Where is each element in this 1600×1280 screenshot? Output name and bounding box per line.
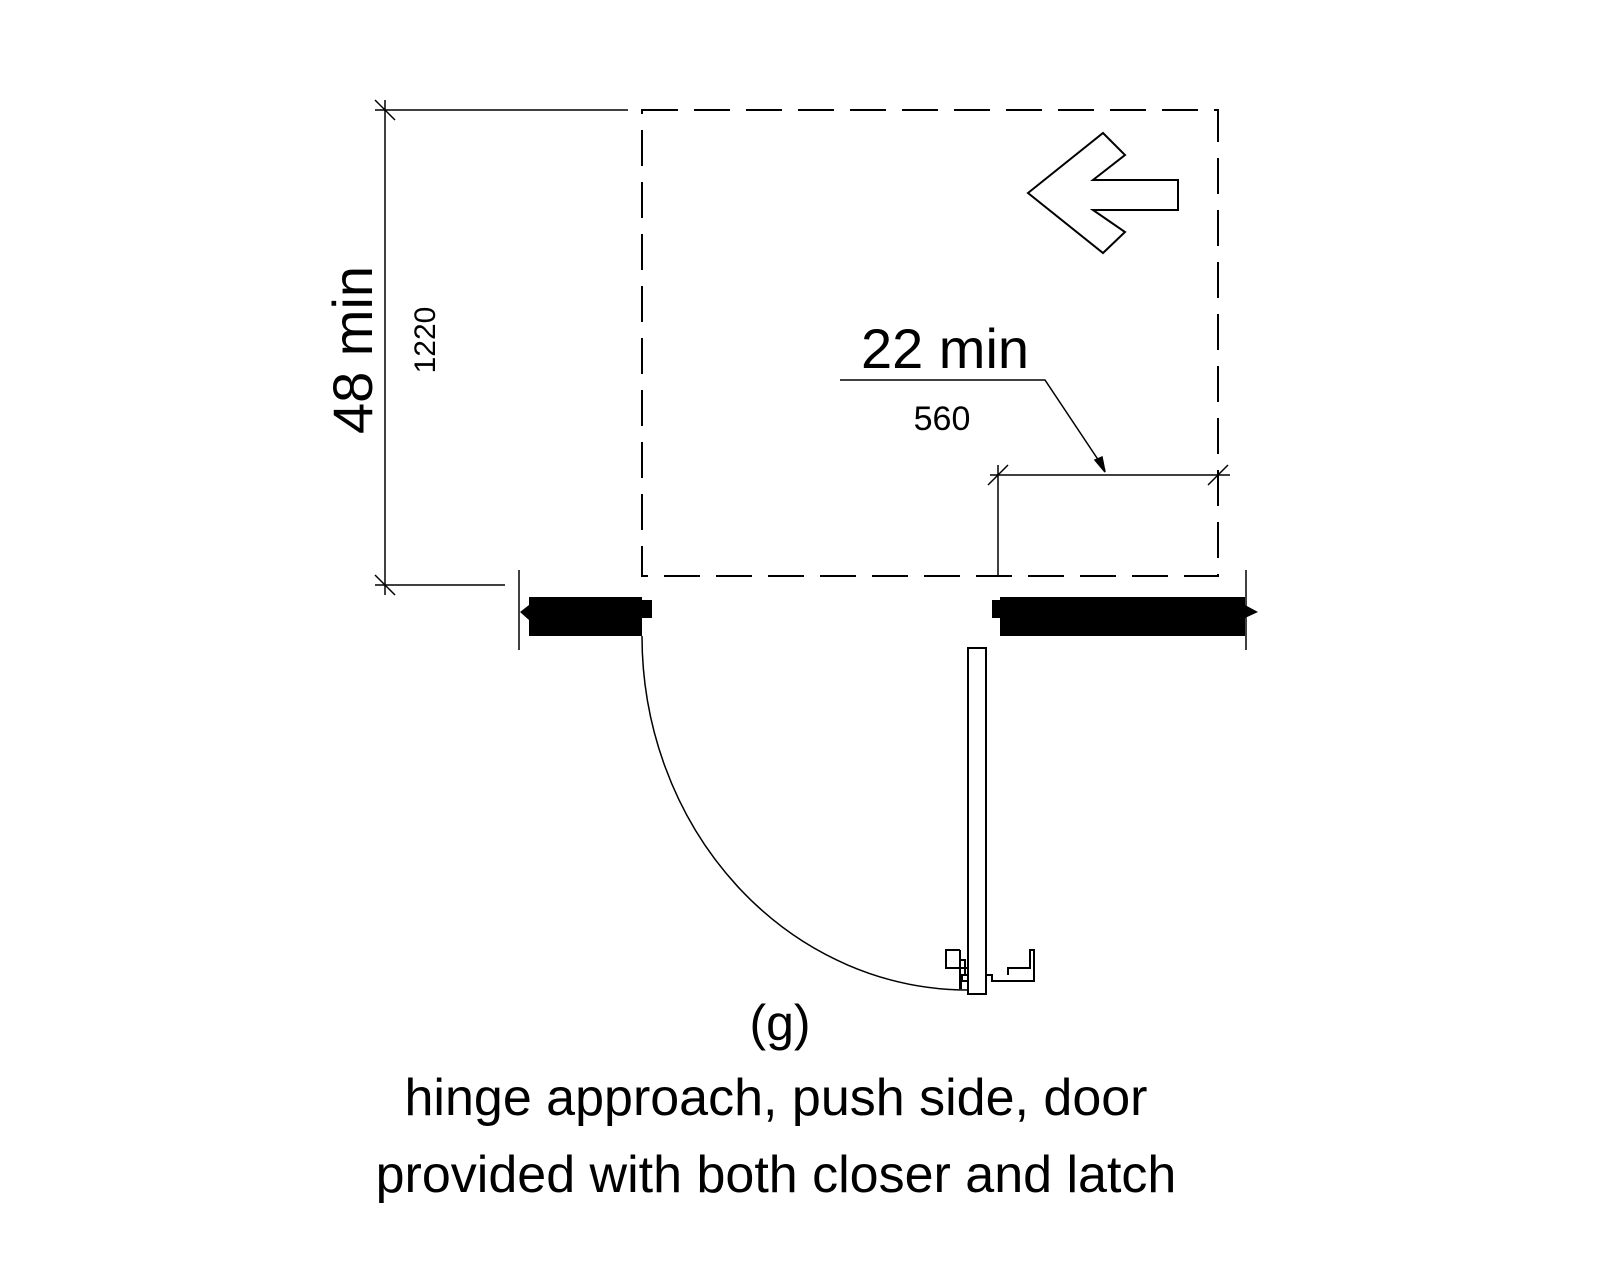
wall-right xyxy=(992,570,1258,650)
door-handle-icon xyxy=(945,949,1035,989)
depth-dimension-imperial: 48 min xyxy=(321,266,384,434)
door-swing-arc xyxy=(641,635,969,991)
wall-left xyxy=(518,570,652,650)
figure-label: (g) xyxy=(749,995,810,1051)
depth-dimension xyxy=(374,99,628,596)
door-leaf xyxy=(967,647,987,995)
caption-line-2: provided with both closer and latch xyxy=(376,1146,1177,1204)
approach-direction-arrow-icon xyxy=(1026,131,1179,255)
latch-side-dimension xyxy=(840,379,1230,576)
latch-side-dimension-imperial: 22 min xyxy=(861,317,1029,380)
depth-dimension-metric: 1220 xyxy=(409,307,442,374)
latch-side-dimension-metric: 560 xyxy=(914,400,971,438)
caption-line-1: hinge approach, push side, door xyxy=(405,1069,1148,1127)
maneuvering-clearance-area xyxy=(641,109,1219,577)
